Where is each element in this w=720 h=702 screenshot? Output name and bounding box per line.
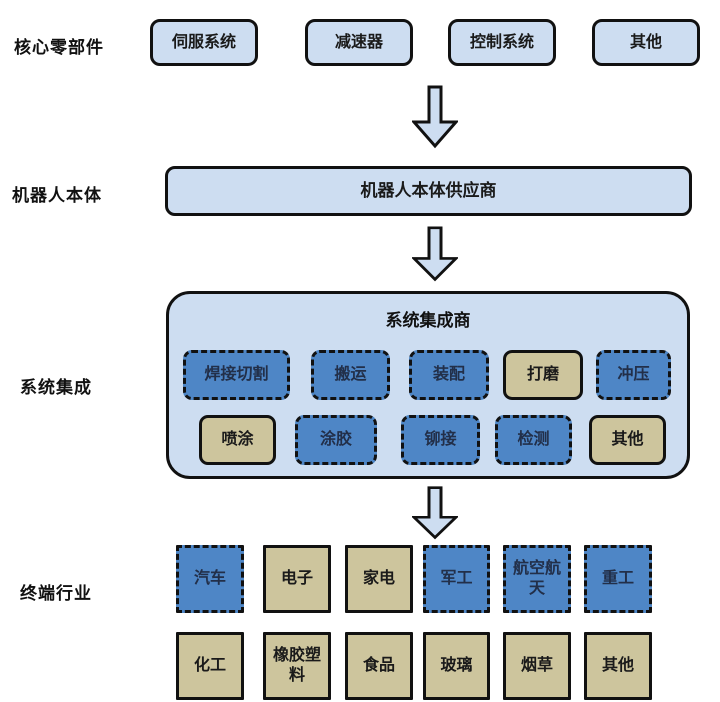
integration-app-handling: 搬运 <box>311 350 390 400</box>
side-label-system-integration: 系统集成 <box>20 378 92 397</box>
industry-glass: 玻璃 <box>423 632 490 700</box>
integration-app-other: 其他 <box>589 415 666 465</box>
industry-automotive: 汽车 <box>176 545 244 613</box>
industry-food: 食品 <box>345 632 413 700</box>
core-component-other: 其他 <box>592 19 700 66</box>
industry-other: 其他 <box>584 632 652 700</box>
integration-app-inspection: 检测 <box>495 415 572 465</box>
integration-app-welding-cutting: 焊接切割 <box>183 350 290 400</box>
side-label-core-components: 核心零部件 <box>14 38 104 57</box>
robot-body-supplier-box: 机器人本体供应商 <box>165 166 692 216</box>
industry-aerospace: 航空航天 <box>503 545 571 613</box>
integration-app-riveting: 铆接 <box>401 415 480 465</box>
side-label-end-industries: 终端行业 <box>20 584 92 603</box>
side-label-robot-body: 机器人本体 <box>12 186 102 205</box>
industry-electronics: 电子 <box>263 545 331 613</box>
industry-heavy: 重工 <box>584 545 652 613</box>
industry-chemical: 化工 <box>176 632 244 700</box>
integration-app-spraying: 喷涂 <box>199 415 276 465</box>
core-component-reducer: 减速器 <box>305 19 413 66</box>
integration-app-gluing: 涂胶 <box>295 415 377 465</box>
system-integrator-title: 系统集成商 <box>385 311 471 330</box>
integration-app-stamping: 冲压 <box>596 350 671 400</box>
industry-rubber-plastics: 橡胶塑料 <box>263 632 331 700</box>
industry-home-appliance: 家电 <box>345 545 413 613</box>
core-component-servo-system: 伺服系统 <box>150 19 258 66</box>
down-arrow-icon <box>412 226 458 282</box>
integration-app-assembly: 装配 <box>409 350 489 400</box>
industry-military: 军工 <box>423 545 490 613</box>
industry-tobacco: 烟草 <box>503 632 571 700</box>
integration-app-polishing: 打磨 <box>503 350 583 400</box>
down-arrow-icon <box>412 486 458 540</box>
core-component-control-system: 控制系统 <box>448 19 556 66</box>
system-integrator-container: 系统集成商 焊接切割 搬运 装配 打磨 冲压 喷涂 涂胶 铆接 检测 其他 <box>166 291 690 479</box>
down-arrow-icon <box>412 85 458 149</box>
